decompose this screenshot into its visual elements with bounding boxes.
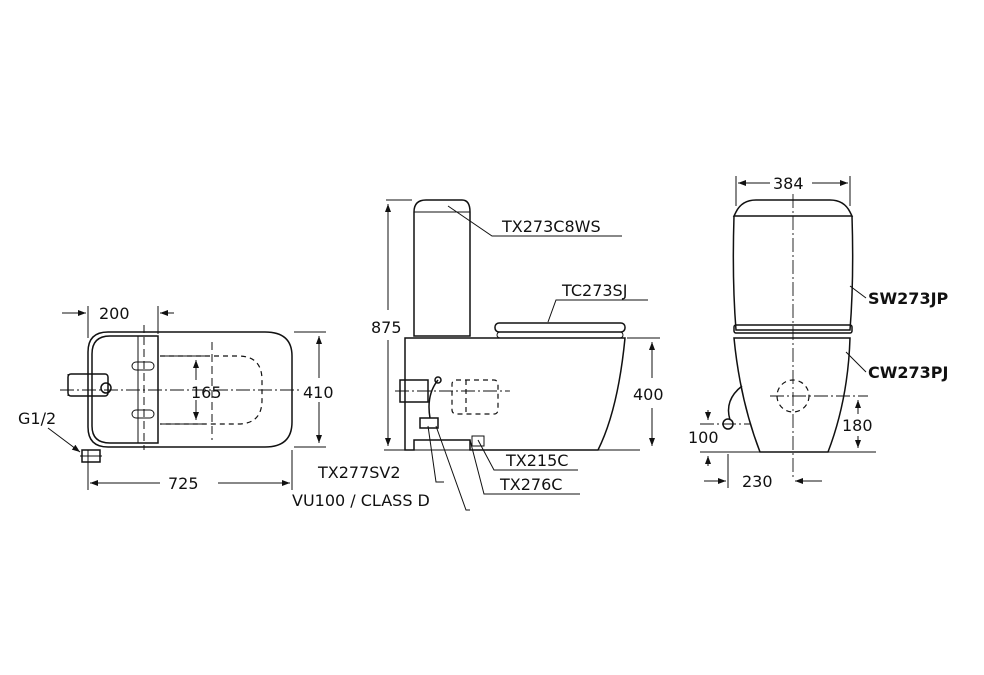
- seat-label: TC273SJ: [561, 281, 627, 300]
- bowl-outline-top: [87, 331, 293, 448]
- bowl-side: [404, 337, 626, 451]
- dim-width-front: 384: [773, 174, 804, 193]
- tank-lid-front: [732, 199, 854, 217]
- valve-class-label: VU100 / CLASS D: [292, 491, 430, 510]
- tank-outline-top: [91, 335, 159, 444]
- dim-depth: 410: [303, 383, 334, 402]
- dim-outlet-offset: 230: [742, 472, 773, 491]
- bowl-front: [733, 337, 851, 453]
- tank-label: SW273JP: [868, 289, 949, 308]
- dim-height: 875: [371, 318, 402, 337]
- tank-lid-label: TX273C8WS: [501, 217, 601, 236]
- angle-valve-label: TX277SV2: [317, 463, 401, 482]
- dim-rim: 400: [633, 385, 664, 404]
- tank-side: [413, 199, 471, 337]
- top-view: 200 165 410 725 G1/2: [18, 304, 334, 493]
- dim-inlet-height: 100: [688, 428, 719, 447]
- angle-valve-icon: [419, 417, 439, 429]
- bowl-label: CW273PJ: [868, 363, 948, 382]
- bolt-label: TX276C: [499, 475, 562, 494]
- side-view: 875 400 TX273C8WS TC273SJ TX277SV2 VU100…: [292, 199, 664, 511]
- supply-hose: [428, 379, 439, 419]
- dim-width-top: 200: [99, 304, 130, 323]
- dim-pan: 165: [191, 383, 222, 402]
- front-view: 384 SW273JP CW273PJ 100 180 230: [688, 174, 949, 491]
- seat-side: [494, 322, 626, 333]
- flange-label: TX215C: [505, 451, 568, 470]
- dim-outlet-height: 180: [842, 416, 873, 435]
- flush-button-icon: [100, 382, 112, 394]
- inlet-label: G1/2: [18, 409, 56, 428]
- dim-length: 725: [168, 474, 199, 493]
- hose-front: [727, 385, 743, 421]
